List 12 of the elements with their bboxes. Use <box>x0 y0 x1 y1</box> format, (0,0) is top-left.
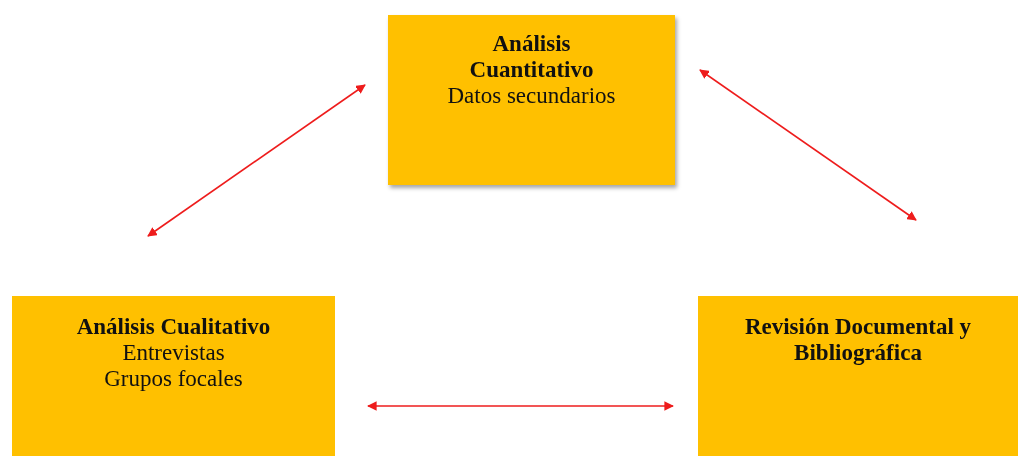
box-text: Grupos focales <box>103 366 244 392</box>
double-arrow <box>699 69 917 221</box>
box-text: Entrevistas <box>121 340 226 366</box>
box-heading: Revisión Documental y Bibliográfica <box>743 314 973 366</box>
box-text: Datos secundarios <box>446 83 617 109</box>
double-arrow <box>367 401 674 411</box>
process-box <box>12 296 335 456</box>
process-box <box>698 296 1018 456</box>
double-arrow <box>147 84 366 237</box>
process-box <box>388 15 675 185</box>
box-heading: Análisis Cuantitativo <box>468 31 595 83</box>
box-heading: Análisis Cualitativo <box>75 314 272 340</box>
